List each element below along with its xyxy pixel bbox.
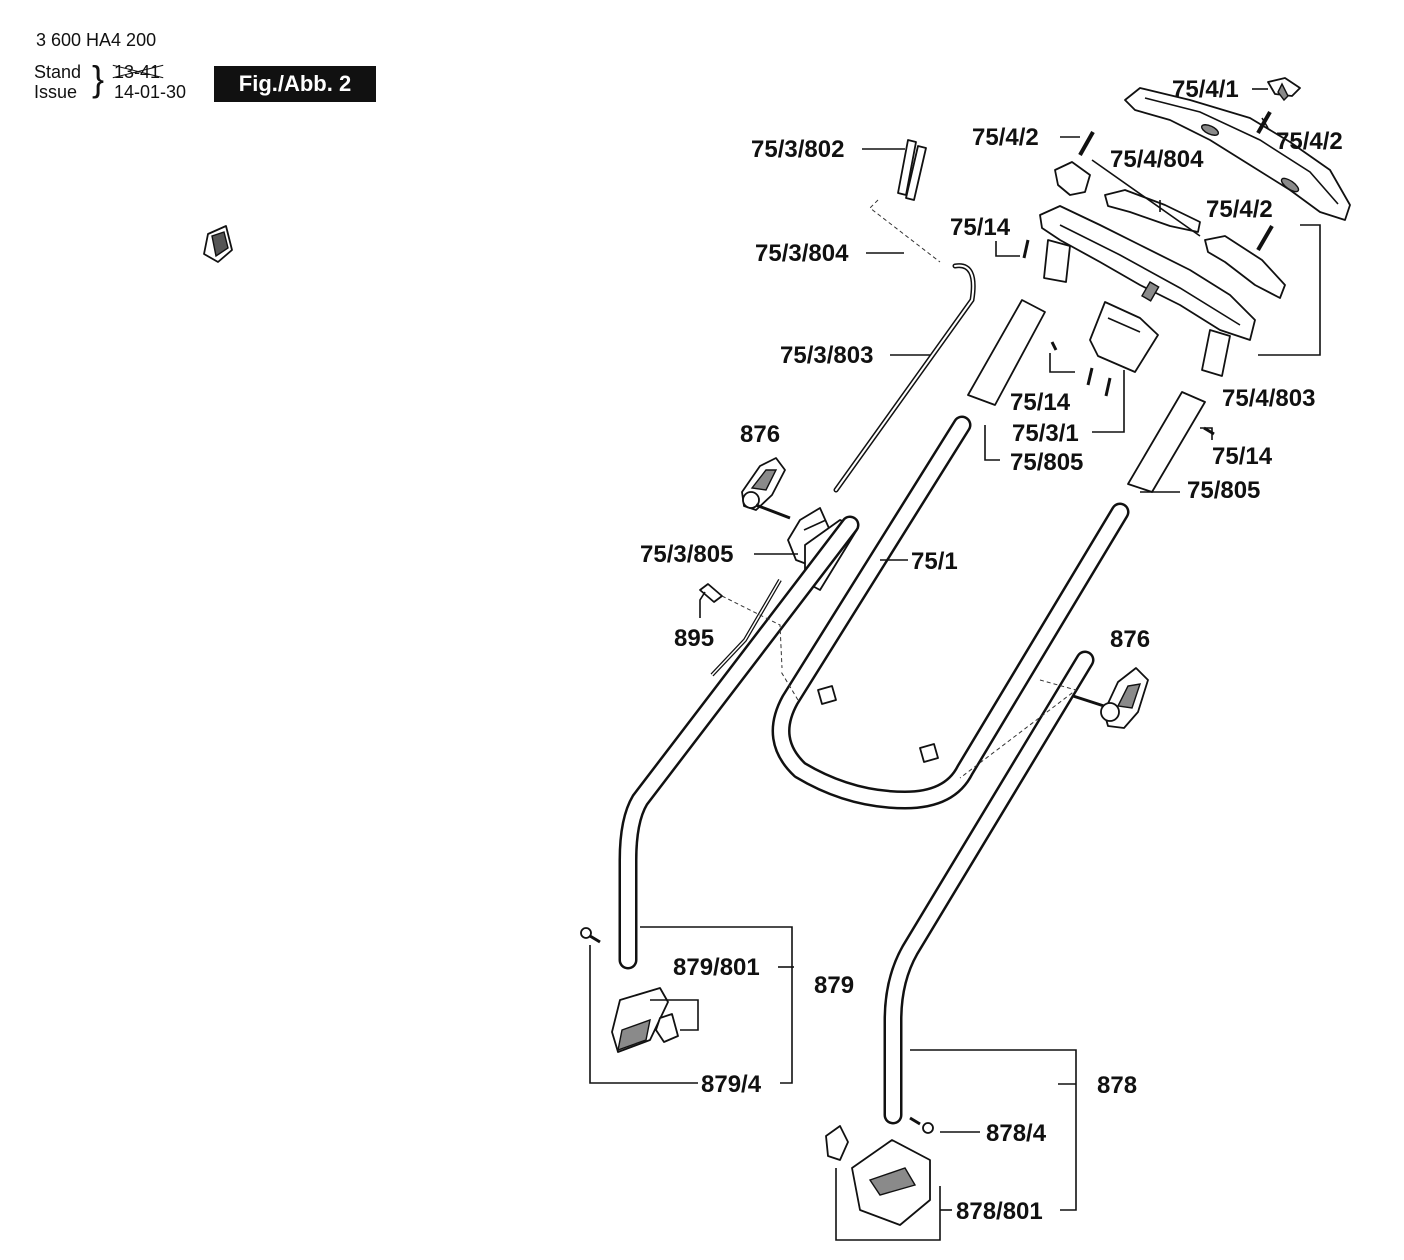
label-895: 895 xyxy=(674,625,714,652)
label-75-3-803: 75/3/803 xyxy=(780,342,873,369)
label-75-805-left: 75/805 xyxy=(1010,449,1083,476)
cable-75-3-803 xyxy=(833,263,976,493)
screw-878-4 xyxy=(909,1116,934,1134)
bracket-878-801 xyxy=(825,1125,931,1226)
label-75-3-804: 75/3/804 xyxy=(755,240,849,267)
label-879: 879 xyxy=(814,972,854,999)
bracket-879-801 xyxy=(611,987,679,1053)
label-876-upper: 876 xyxy=(740,421,780,448)
label-75-805-right: 75/805 xyxy=(1187,477,1260,504)
label-75-14-mid: 75/14 xyxy=(1010,389,1071,416)
issue-value: 14-01-30 xyxy=(114,82,187,102)
label-75-4-2-right: 75/4/2 xyxy=(1276,128,1343,155)
label-75-3-802: 75/3/802 xyxy=(751,136,844,163)
label-879-801: 879/801 xyxy=(673,954,760,981)
brace-glyph: } xyxy=(92,58,105,99)
label-876-lower: 876 xyxy=(1110,626,1150,653)
cable-end-75-3-802 xyxy=(897,139,927,201)
cable-lower xyxy=(710,578,782,677)
part-labels: 75/4/1 75/4/2 75/4/2 75/4/804 75/4/2 75/… xyxy=(640,76,1343,1225)
label-75-4-2-top: 75/4/2 xyxy=(972,124,1039,151)
stand-value-struck: 13-41 xyxy=(114,62,161,82)
stand-label: Stand xyxy=(34,62,82,82)
label-75-14-right: 75/14 xyxy=(1212,443,1273,470)
label-878-4: 878/4 xyxy=(986,1120,1047,1147)
label-878: 878 xyxy=(1097,1072,1137,1099)
knob-876-lower xyxy=(1069,667,1149,729)
label-75-4-2-mid: 75/4/2 xyxy=(1206,196,1273,223)
screw-879-4 xyxy=(580,927,601,944)
tube-sleeve-75-805-a xyxy=(967,299,1046,406)
label-75-4-803: 75/4/803 xyxy=(1222,385,1315,412)
clip-75-3-804 xyxy=(203,225,233,263)
lower-tube-879 xyxy=(618,515,860,970)
button-75-4-1 xyxy=(1267,77,1301,102)
leader-lines xyxy=(589,88,1321,1241)
sleeve-895 xyxy=(699,583,723,603)
top-handle-cover xyxy=(1124,87,1351,221)
document-number: 3 600 HA4 200 xyxy=(36,30,157,50)
revision-values: 13-41 14-01-30 xyxy=(114,62,224,102)
lever-75-4-804 xyxy=(1054,161,1286,299)
cover-75-3-1 xyxy=(1089,301,1159,373)
label-75-3-805: 75/3/805 xyxy=(640,541,733,568)
label-75-4-804: 75/4/804 xyxy=(1110,146,1204,173)
issue-label: Issue xyxy=(34,82,78,102)
label-75-14-top: 75/14 xyxy=(950,214,1011,241)
revision-labels: Stand Issue xyxy=(34,62,90,102)
label-75-3-1: 75/3/1 xyxy=(1012,420,1079,447)
handle-tube-75-1 xyxy=(771,415,1130,810)
label-879-4: 879/4 xyxy=(701,1071,762,1098)
knob-876-upper xyxy=(741,457,791,520)
lower-tube-878 xyxy=(883,650,1095,1125)
label-878-801: 878/801 xyxy=(956,1198,1043,1225)
label-75-4-1: 75/4/1 xyxy=(1172,76,1239,103)
label-75-1: 75/1 xyxy=(911,548,958,575)
dashed-guides xyxy=(721,199,1078,779)
handle-body-75-4-803 xyxy=(1039,205,1256,377)
figure-badge: Fig./Abb. 2 xyxy=(214,66,376,102)
